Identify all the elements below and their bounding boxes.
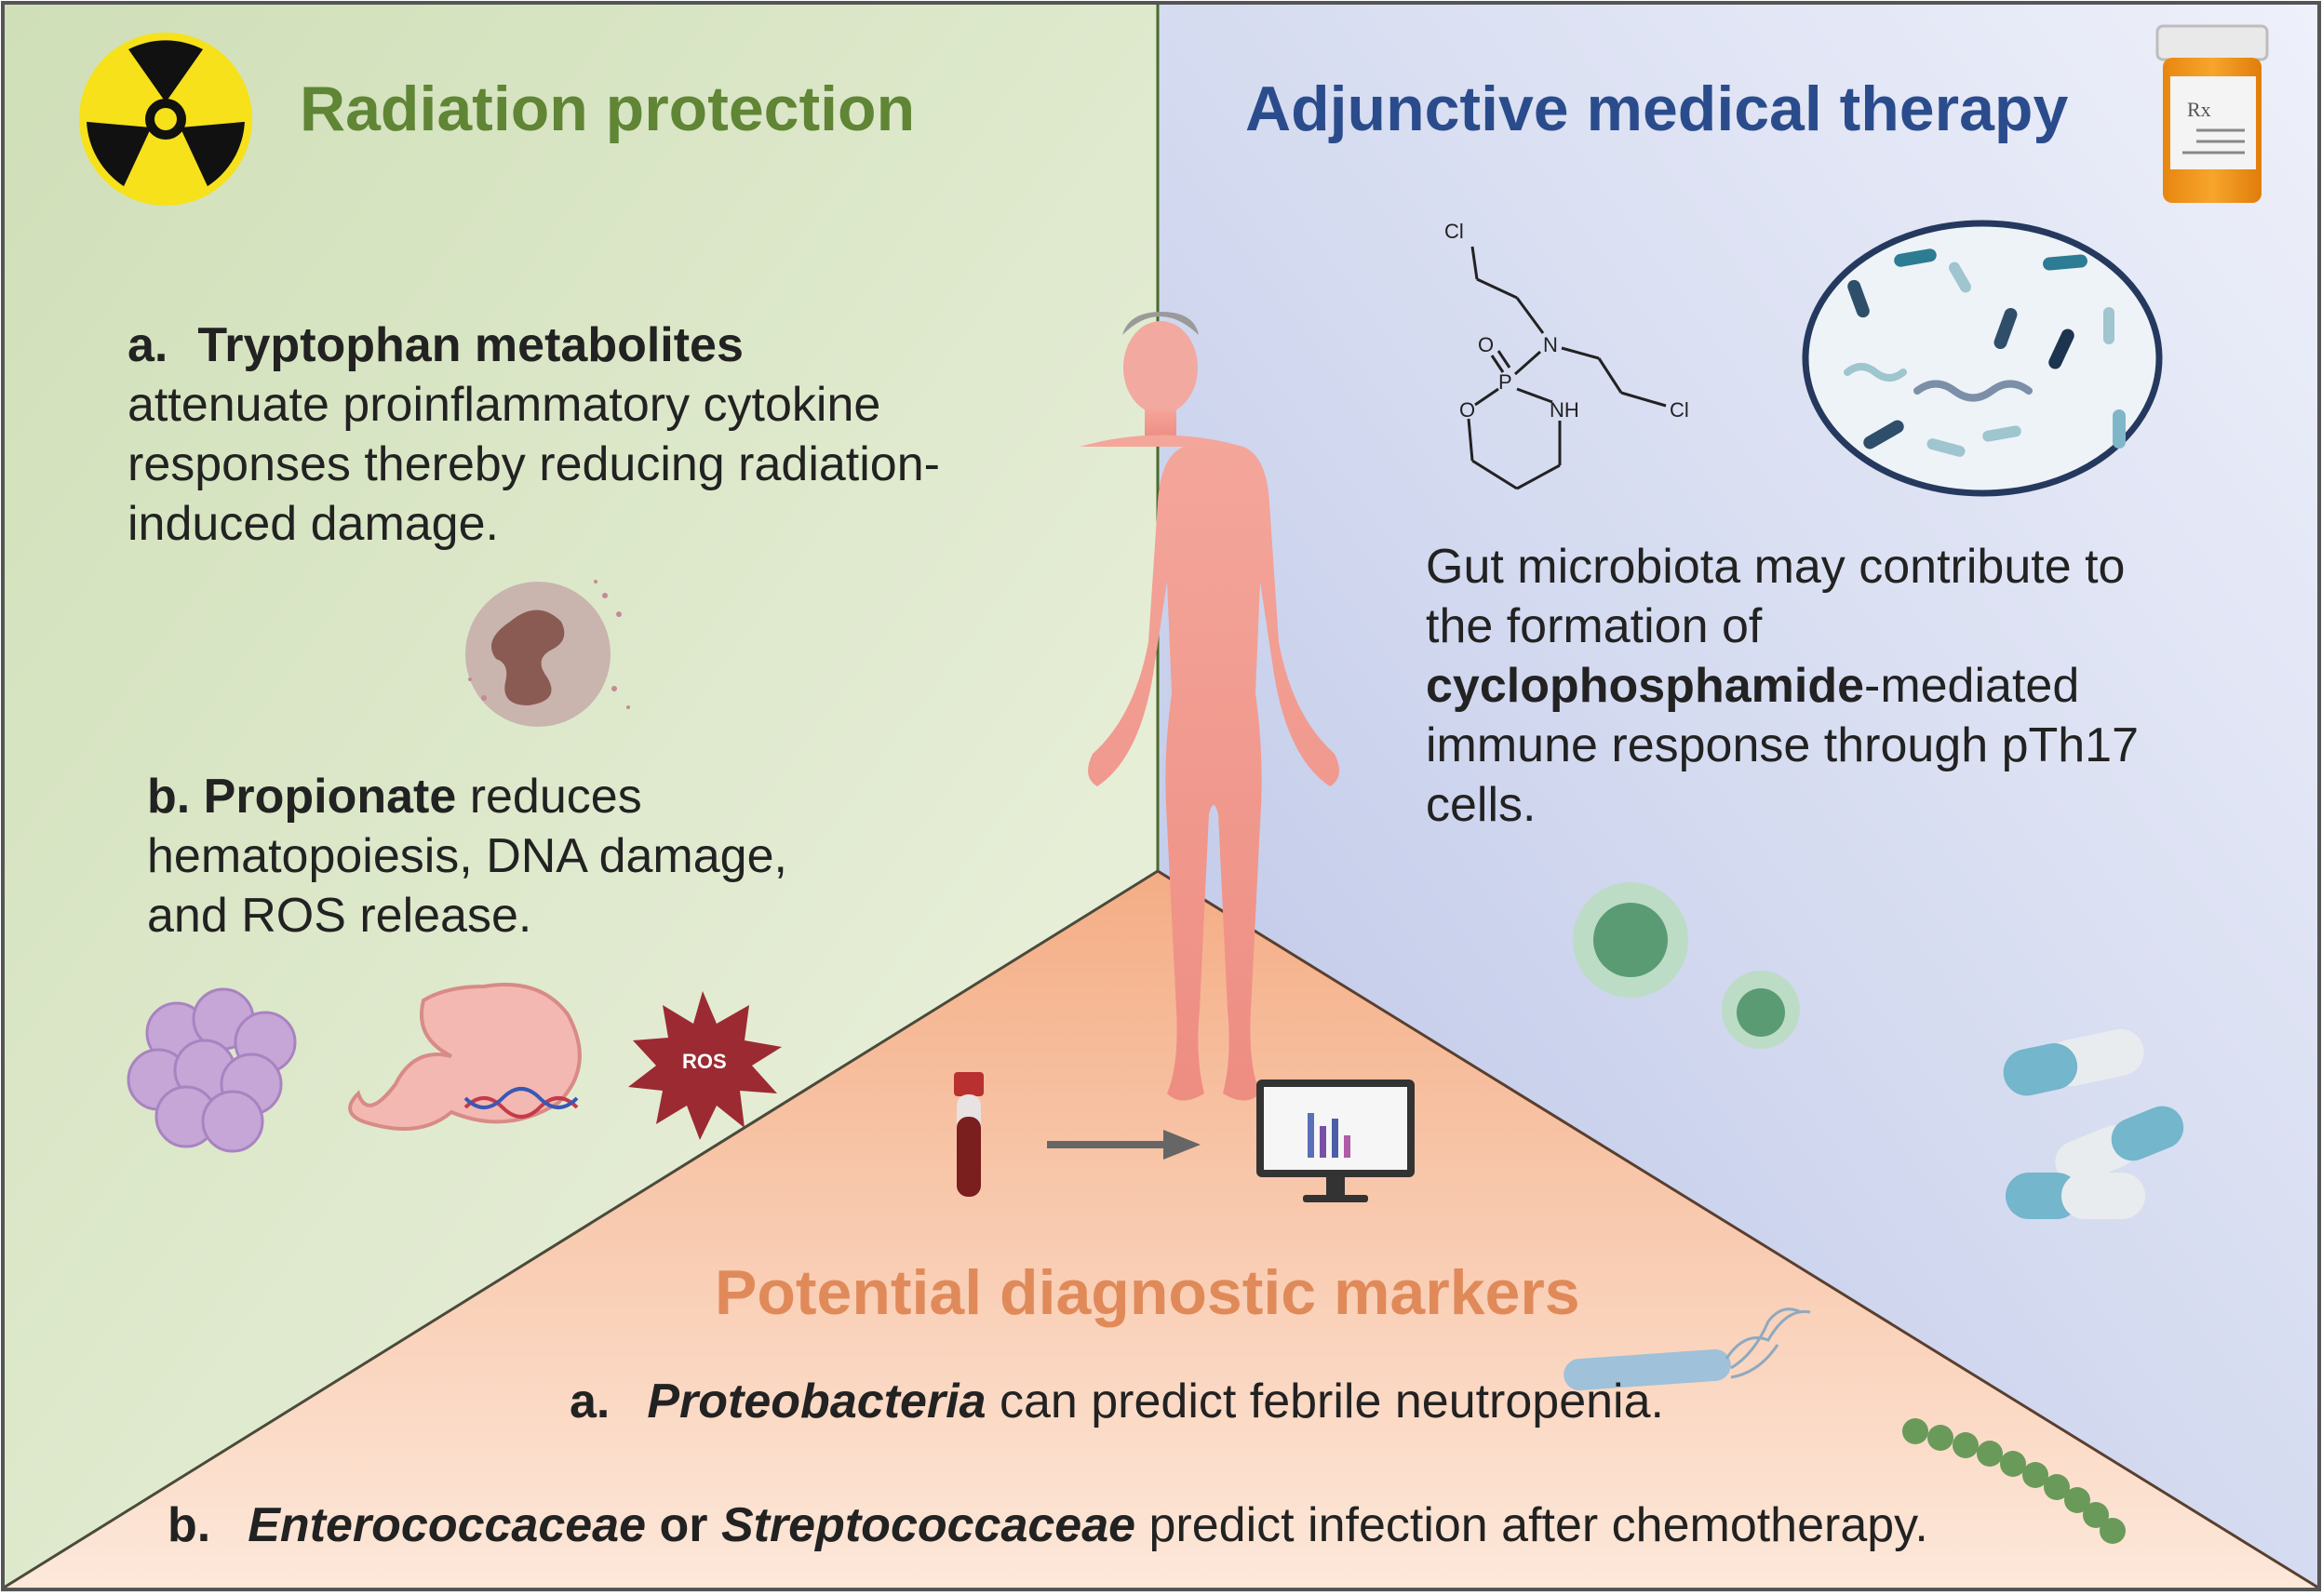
item-a-line2: responses thereby reducing radiation- xyxy=(128,436,940,491)
diagnostic-panel xyxy=(4,871,2318,1588)
molecule-o-double: O xyxy=(1478,333,1494,356)
arrow-icon xyxy=(1047,1130,1201,1160)
immune-cells-icon xyxy=(1573,882,1800,1049)
diagnostic-item-a: a. Proteobacteria can predict febrile neu… xyxy=(570,1373,1664,1432)
diagnostic-title: Potential diagnostic markers xyxy=(715,1257,1580,1328)
item-a-marker: a. xyxy=(128,318,168,372)
molecule-o-ring: O xyxy=(1459,398,1475,422)
ros-label: ROS xyxy=(682,1050,727,1073)
therapy-line2: the formation of xyxy=(1426,598,1763,653)
blood-tube-icon xyxy=(954,1072,984,1197)
radiation-item-a: a. Tryptophan metabolites attenuate proin… xyxy=(128,316,940,555)
diag-a-text: can predict febrile neutropenia. xyxy=(986,1375,1664,1428)
therapy-description: Gut microbiota may contribute to the for… xyxy=(1426,538,2139,836)
item-b-line2: hematopoiesis, DNA damage, xyxy=(147,828,787,883)
molecule-cl-right: Cl xyxy=(1670,398,1689,422)
cyclophosphamide-term: cyclophosphamide xyxy=(1426,658,1864,713)
proteobacterium-icon xyxy=(1564,1308,1811,1391)
diagnostic-item-b: b. Enterococcaceae or Streptococcaceae pr… xyxy=(168,1496,1928,1556)
divider-right xyxy=(1157,869,2319,1589)
item-b-marker: b. xyxy=(147,770,191,824)
therapy-line1: Gut microbiota may contribute to xyxy=(1426,540,2126,594)
item-b-line3: and ROS release. xyxy=(147,888,532,943)
radiation-hazard-icon xyxy=(79,33,252,206)
cyclophosphamide-structure xyxy=(1467,246,1667,490)
tryptophan-heading: Tryptophan metabolites xyxy=(197,318,744,372)
radiation-panel xyxy=(4,4,1158,1588)
radiation-title: Radiation protection xyxy=(300,74,916,144)
proteobacteria-term: Proteobacteria xyxy=(647,1375,987,1428)
capsules-icon xyxy=(2003,1028,2184,1219)
radiation-item-b: b. Propionate reduces hematopoiesis, DNA… xyxy=(147,768,787,946)
monitor-chart-icon xyxy=(1256,1080,1415,1202)
molecule-cl-top: Cl xyxy=(1444,220,1464,243)
enterococcaceae-term: Enterococcaceae xyxy=(248,1498,647,1552)
diag-b-text: predict infection after chemotherapy. xyxy=(1135,1498,1928,1552)
item-b-line1-rest: reduces xyxy=(456,770,642,824)
molecule-nh: NH xyxy=(1550,398,1579,422)
hematopoietic-cells-icon xyxy=(127,987,297,1153)
therapy-line4: immune response through pTh17 xyxy=(1426,718,2140,772)
propionate-heading: Propionate xyxy=(203,770,457,824)
therapy-title: Adjunctive medical therapy xyxy=(1245,74,2069,144)
stomach-dna-icon xyxy=(348,983,582,1131)
streptococcaceae-term: Streptococcaceae xyxy=(720,1498,1136,1552)
molecule-p: P xyxy=(1498,370,1512,394)
molecule-n: N xyxy=(1543,333,1558,356)
human-body-icon xyxy=(1080,312,1339,1101)
divider-left xyxy=(3,869,1159,1589)
streptococcus-chain-icon xyxy=(1902,1418,2126,1544)
bacteria-dish-icon xyxy=(1802,220,2163,497)
neutrophil-cell-icon xyxy=(465,580,630,727)
rx-label: Rx xyxy=(2187,98,2211,121)
diag-b-connector: or xyxy=(646,1498,721,1552)
therapy-line5: cells. xyxy=(1426,777,1537,832)
diag-a-marker: a. xyxy=(570,1375,611,1428)
diag-b-marker: b. xyxy=(168,1498,211,1552)
item-a-line1: attenuate proinflammatory cytokine xyxy=(128,377,881,432)
ros-starburst-icon xyxy=(628,991,782,1140)
item-a-line3: induced damage. xyxy=(128,496,499,551)
pill-bottle-icon xyxy=(2155,24,2269,203)
therapy-line3-rest: -mediated xyxy=(1864,658,2080,713)
